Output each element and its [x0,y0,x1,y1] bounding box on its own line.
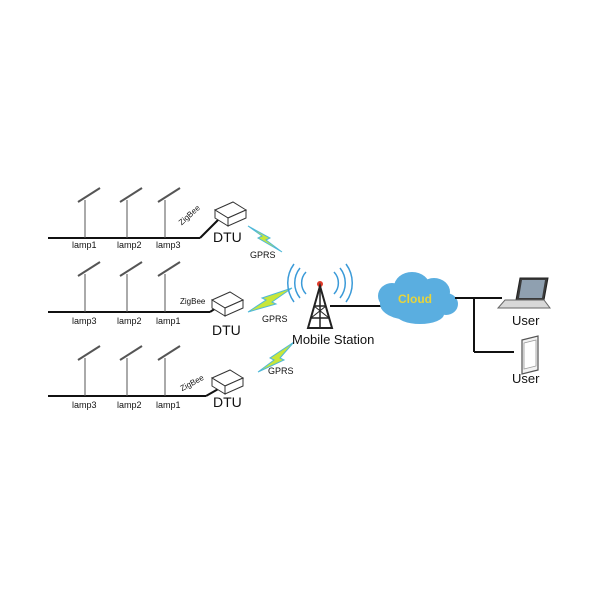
lightning-icon [247,225,283,253]
lightning-icon [247,287,293,313]
lamp-post-icon [77,345,101,396]
lamp-label: lamp3 [72,316,97,326]
lightning-icon [257,341,295,373]
cloud-icon [378,272,458,324]
lamp-post-icon [157,187,181,238]
user-label: User [512,313,540,328]
lamp-label: lamp3 [72,400,97,410]
dtu-label: DTU [213,394,242,410]
row-3 [48,341,295,397]
lamp-post-icon [119,261,143,312]
lamp-label: lamp2 [117,316,142,326]
lamp-label: lamp2 [117,400,142,410]
lamp-post-icon [77,261,101,312]
gprs-label: GPRS [250,250,276,260]
tablet-icon [521,335,539,375]
dtu-label: DTU [213,229,242,245]
laptop-icon [496,277,551,309]
mobile-station-label: Mobile Station [292,332,375,347]
dtu-box-icon [210,291,245,317]
cloud-label: Cloud [398,292,432,306]
row-2 [48,261,293,317]
dtu-box-icon [213,201,248,227]
lamp-post-icon [77,187,101,238]
row-1 [48,187,283,253]
zigbee-link-1 [199,219,219,239]
cell-tower-icon [287,263,353,329]
gprs-label: GPRS [262,314,288,324]
dtu-box-icon [210,369,245,395]
lamp-post-icon [119,187,143,238]
user-label: User [512,371,540,386]
lamp-label: lamp2 [117,240,142,250]
gprs-label: GPRS [268,366,294,376]
lamp-label: lamp1 [156,400,181,410]
lamp-label: lamp1 [72,240,97,250]
zigbee-label: ZigBee [180,297,206,306]
lamp-label: lamp3 [156,240,181,250]
lamp-label: lamp1 [156,316,181,326]
dtu-label: DTU [212,322,241,338]
lamp-post-icon [157,261,181,312]
lamp-post-icon [157,345,181,396]
lamp-post-icon [119,345,143,396]
